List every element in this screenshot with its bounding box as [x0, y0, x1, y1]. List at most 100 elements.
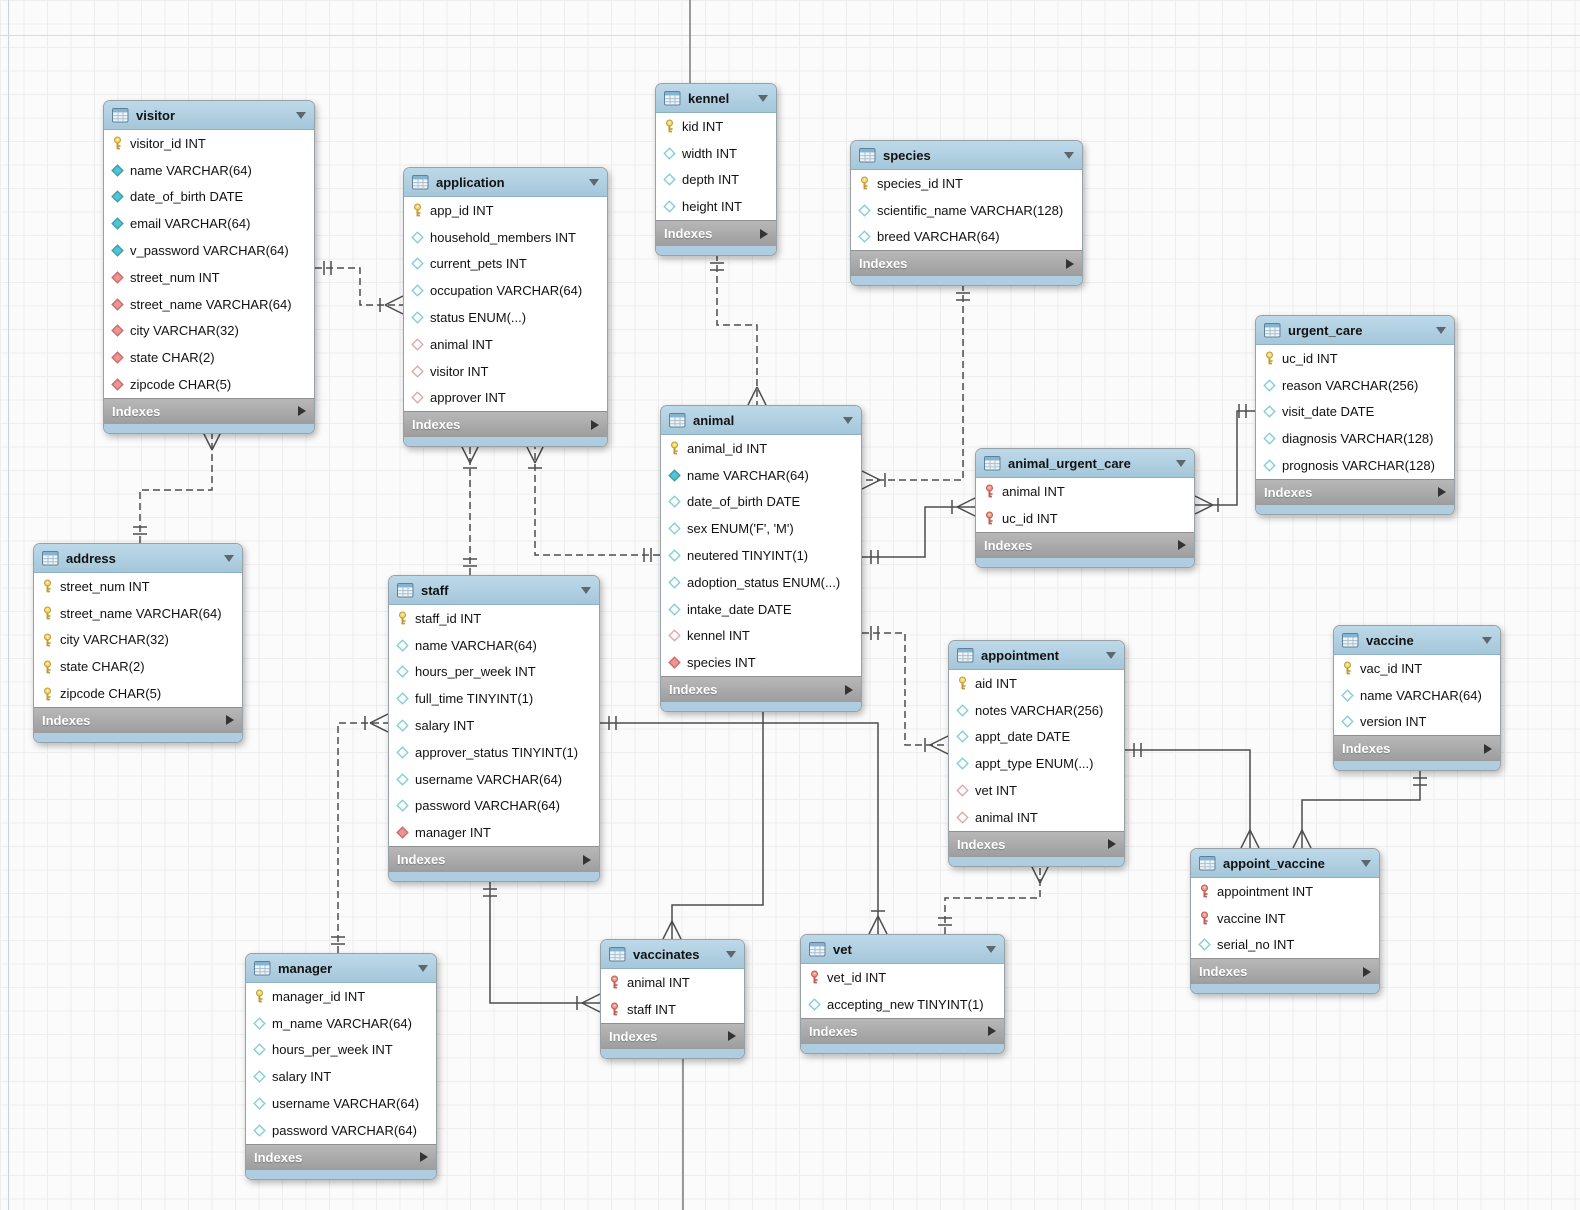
column-row[interactable]: manager_id INT — [246, 983, 436, 1010]
column-row[interactable]: occupation VARCHAR(64) — [404, 277, 607, 305]
column-row[interactable]: vaccine INT — [1191, 904, 1379, 932]
column-row[interactable]: notes VARCHAR(256) — [949, 696, 1124, 724]
column-row[interactable]: species INT — [661, 649, 861, 677]
column-row[interactable]: neutered TINYINT(1) — [661, 542, 861, 569]
relationship-manager-staff[interactable] — [331, 713, 389, 953]
relationship-kennel-animal[interactable] — [710, 254, 767, 406]
column-row[interactable]: city VARCHAR(32) — [34, 626, 242, 654]
expand-arrow-icon[interactable] — [298, 406, 306, 417]
column-row[interactable]: name VARCHAR(64) — [661, 461, 861, 489]
column-row[interactable]: city VARCHAR(32) — [104, 317, 314, 345]
column-row[interactable]: name VARCHAR(64) — [1334, 681, 1500, 709]
column-row[interactable]: animal INT — [601, 969, 744, 996]
column-row[interactable]: email VARCHAR(64) — [104, 210, 314, 238]
collapse-icon[interactable] — [581, 586, 591, 594]
column-row[interactable]: version INT — [1334, 708, 1500, 736]
relationship-visitor-address[interactable] — [133, 431, 222, 543]
indexes-row[interactable]: Indexes — [104, 397, 314, 424]
collapse-icon[interactable] — [1361, 859, 1371, 867]
column-row[interactable]: staff INT — [601, 995, 744, 1023]
column-row[interactable]: salary INT — [389, 712, 599, 739]
collapse-icon[interactable] — [1482, 636, 1492, 644]
table-header[interactable]: visitor — [104, 101, 314, 130]
expand-arrow-icon[interactable] — [1178, 540, 1186, 551]
column-row[interactable]: aid INT — [949, 670, 1124, 697]
indexes-row[interactable]: Indexes — [246, 1143, 436, 1170]
column-row[interactable]: visit_date DATE — [1256, 398, 1454, 426]
column-row[interactable]: kennel INT — [661, 622, 861, 650]
table-header[interactable]: animal_urgent_care — [976, 449, 1194, 478]
column-row[interactable]: animal INT — [404, 330, 607, 358]
column-row[interactable]: password VARCHAR(64) — [246, 1116, 436, 1144]
indexes-row[interactable]: Indexes — [656, 220, 776, 247]
column-row[interactable]: uc_id INT — [1256, 345, 1454, 372]
indexes-row[interactable]: Indexes — [389, 846, 599, 873]
column-row[interactable]: date_of_birth DATE — [661, 488, 861, 516]
column-row[interactable]: state CHAR(2) — [34, 653, 242, 681]
table-header[interactable]: appoint_vaccine — [1191, 849, 1379, 878]
indexes-row[interactable]: Indexes — [1191, 958, 1379, 985]
table-header[interactable]: address — [34, 544, 242, 573]
column-row[interactable]: hours_per_week INT — [246, 1036, 436, 1064]
column-row[interactable]: zipcode CHAR(5) — [34, 680, 242, 707]
column-row[interactable]: street_num INT — [34, 573, 242, 600]
table-header[interactable]: animal — [661, 406, 861, 435]
collapse-icon[interactable] — [726, 950, 736, 958]
column-row[interactable]: adoption_status ENUM(...) — [661, 568, 861, 596]
collapse-icon[interactable] — [296, 111, 306, 119]
column-row[interactable]: sex ENUM('F', 'M') — [661, 515, 861, 543]
column-row[interactable]: v_password VARCHAR(64) — [104, 237, 314, 264]
table-header[interactable]: vet — [801, 935, 1004, 964]
expand-arrow-icon[interactable] — [1108, 839, 1116, 850]
column-row[interactable]: hours_per_week INT — [389, 658, 599, 686]
column-row[interactable]: app_id INT — [404, 197, 607, 224]
relationship-animal-animal_urgent_care[interactable] — [862, 497, 976, 564]
column-row[interactable]: reason VARCHAR(256) — [1256, 371, 1454, 399]
column-row[interactable]: kid INT — [656, 113, 776, 140]
column-row[interactable]: approver_status TINYINT(1) — [389, 738, 599, 766]
expand-arrow-icon[interactable] — [988, 1026, 996, 1037]
expand-arrow-icon[interactable] — [591, 419, 599, 430]
indexes-row[interactable]: Indexes — [404, 411, 607, 438]
collapse-icon[interactable] — [1176, 459, 1186, 467]
table-header[interactable]: urgent_care — [1256, 316, 1454, 345]
column-row[interactable]: vet_id INT — [801, 964, 1004, 991]
expand-arrow-icon[interactable] — [1066, 258, 1074, 269]
collapse-icon[interactable] — [418, 964, 428, 972]
column-row[interactable]: staff_id INT — [389, 605, 599, 632]
column-row[interactable]: animal_id INT — [661, 435, 861, 462]
column-row[interactable]: zipcode CHAR(5) — [104, 371, 314, 398]
column-row[interactable]: date_of_birth DATE — [104, 183, 314, 211]
column-row[interactable]: species_id INT — [851, 170, 1082, 197]
column-row[interactable]: scientific_name VARCHAR(128) — [851, 196, 1082, 224]
expand-arrow-icon[interactable] — [760, 228, 768, 239]
expand-arrow-icon[interactable] — [1438, 487, 1446, 498]
expand-arrow-icon[interactable] — [728, 1031, 736, 1042]
indexes-row[interactable]: Indexes — [1256, 478, 1454, 505]
column-row[interactable]: password VARCHAR(64) — [389, 792, 599, 820]
column-row[interactable]: diagnosis VARCHAR(128) — [1256, 425, 1454, 453]
indexes-row[interactable]: Indexes — [851, 250, 1082, 277]
column-row[interactable]: household_members INT — [404, 223, 607, 251]
relationship-appointment-appoint_vaccine[interactable] — [1125, 743, 1260, 849]
relationship-staff-vet[interactable] — [600, 716, 888, 935]
indexes-row[interactable]: Indexes — [661, 676, 861, 703]
relationship-vet-appointment[interactable] — [938, 864, 1050, 934]
column-row[interactable]: street_name VARCHAR(64) — [104, 290, 314, 318]
column-row[interactable]: salary INT — [246, 1063, 436, 1091]
relationship-staff-application[interactable] — [460, 444, 480, 575]
column-row[interactable]: street_num INT — [104, 263, 314, 291]
column-row[interactable]: intake_date DATE — [661, 595, 861, 623]
